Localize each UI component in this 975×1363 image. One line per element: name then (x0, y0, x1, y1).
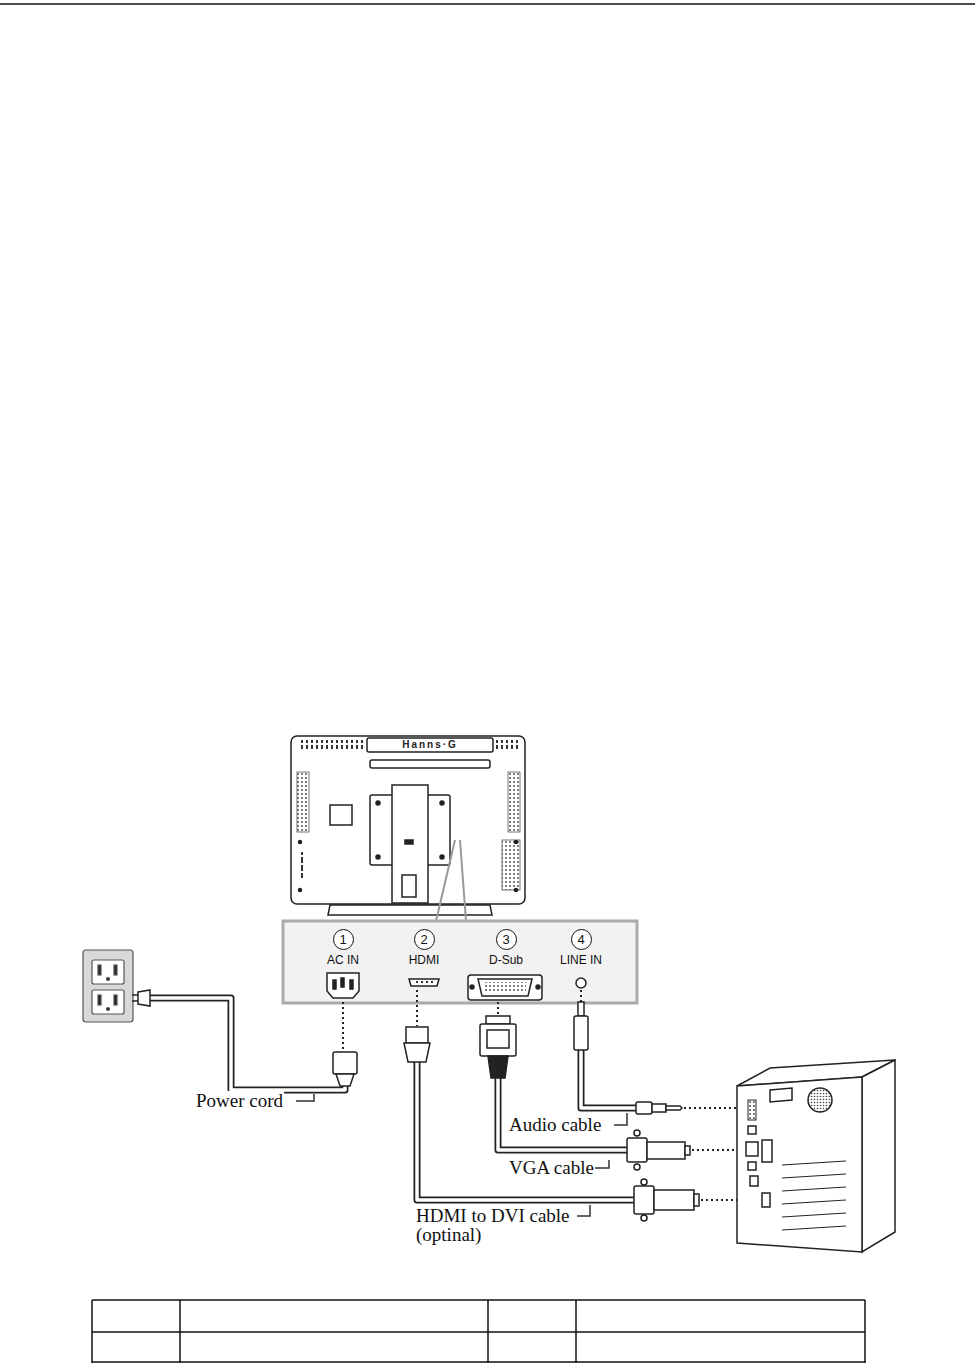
d-sub-port (468, 975, 542, 1000)
computer-tower (737, 1060, 895, 1252)
port-name: HDMI (409, 953, 440, 967)
callout-text: 4 (577, 933, 584, 946)
callout-number: 4 (571, 929, 592, 950)
monitor-back (291, 736, 525, 915)
plugs (132, 990, 699, 1221)
header-rule (0, 3, 975, 5)
callout-number: 2 (414, 929, 435, 950)
plug-leaders (343, 990, 581, 1050)
label-leaders (296, 1094, 627, 1216)
callout-text: 2 (420, 933, 427, 946)
cable-name: Power cord (195, 1091, 284, 1110)
ac-in-socket (327, 973, 359, 998)
connector-panel (283, 921, 637, 1003)
cable-name: Audio cable (508, 1115, 602, 1134)
callout-text: 1 (339, 933, 346, 946)
line-in-jack (576, 978, 586, 988)
callout-number: 3 (496, 929, 517, 950)
wall-outlet (83, 950, 133, 1022)
port-name: AC IN (327, 953, 359, 967)
port-name: D-Sub (489, 953, 523, 967)
cable-name: VGA cable (508, 1158, 595, 1177)
cable-name: HDMI to DVI cable (optinal) (415, 1206, 577, 1244)
callout-number: 1 (333, 929, 354, 950)
hdmi-port (409, 979, 439, 986)
cables (150, 998, 636, 1200)
callout-text: 3 (502, 933, 509, 946)
port-name: LINE IN (560, 953, 602, 967)
zoom-leader (436, 840, 466, 921)
empty-table (92, 1300, 865, 1363)
brand-logo: Hanns·G (368, 739, 492, 751)
